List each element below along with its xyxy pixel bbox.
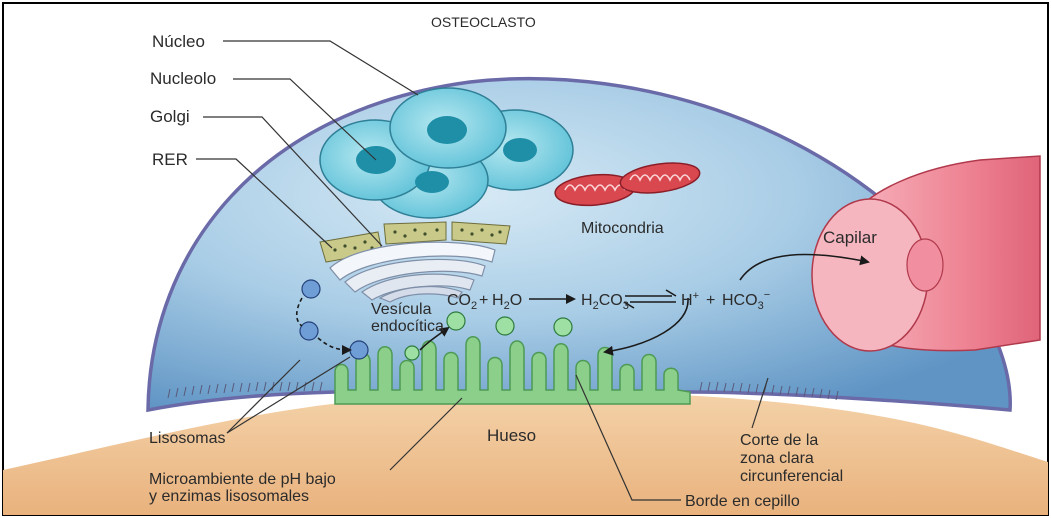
lysosome-icon [350,341,368,359]
label-capilar: Capilar [823,228,877,247]
label-borde-cepillo: Borde en cepillo [685,493,800,510]
label-nucleolo: Nucleolo [150,69,216,88]
rer-icon [384,222,446,244]
reaction-h2o-a: H [492,292,504,309]
label-vesicula-line1: Vesícula [371,301,432,318]
endocytic-vesicle-icon [496,317,514,335]
label-corte-line3: circunferencial [740,468,843,485]
diagram-title: OSTEOCLASTO [431,14,536,30]
label-microambiente-line2: y enzimas lisosomales [149,488,309,505]
reaction-co2: CO [447,292,471,309]
label-lisosomas: Lisosomas [149,430,225,447]
label-hueso: Hueso [487,426,536,445]
label-mitocondria: Mitocondria [581,220,664,237]
capillary-lumen [907,239,943,291]
label-corte-line2: zona clara [740,450,814,467]
reaction-co2-sub: 2 [471,300,477,312]
endocytic-vesicle-icon [554,318,572,336]
reaction-h2co3-sub2: 3 [623,300,629,312]
lysosome-icon [302,280,320,298]
reaction-plus-2: + [706,292,715,309]
label-nucleo: Núcleo [152,32,205,51]
reaction-hco3-sup: − [764,289,770,301]
label-vesicula-line2: endocítica [371,318,444,335]
label-golgi: Golgi [150,107,190,126]
endocytic-vesicle-icon [447,312,465,330]
nucleolus-icon [503,138,537,162]
rer-icon [452,222,510,244]
reaction-h2co3-a: H [581,292,593,309]
label-rer: RER [152,150,188,169]
reaction-h: H [681,292,693,309]
reaction-plus-1: + [479,292,488,309]
endocytic-vesicle-icon [405,346,419,360]
reaction-equation: CO2 + H2O H2CO3 H+ + HCO3− [447,289,770,312]
nucleolus-icon [415,171,449,193]
nucleolus-icon [427,116,467,144]
reaction-hco3-sub: 3 [758,300,764,312]
svg-text:HCO3−: HCO3− [722,289,770,312]
label-microambiente-line1: Microambiente de pH bajo [149,471,336,488]
reaction-hco3: HCO [722,292,758,309]
lysosome-icon [300,322,318,340]
reaction-h2co3-b: CO [599,292,623,309]
reaction-h2o-b: O [510,292,522,309]
reaction-h-sup: + [693,290,699,302]
label-corte-line1: Corte de la [740,432,818,449]
